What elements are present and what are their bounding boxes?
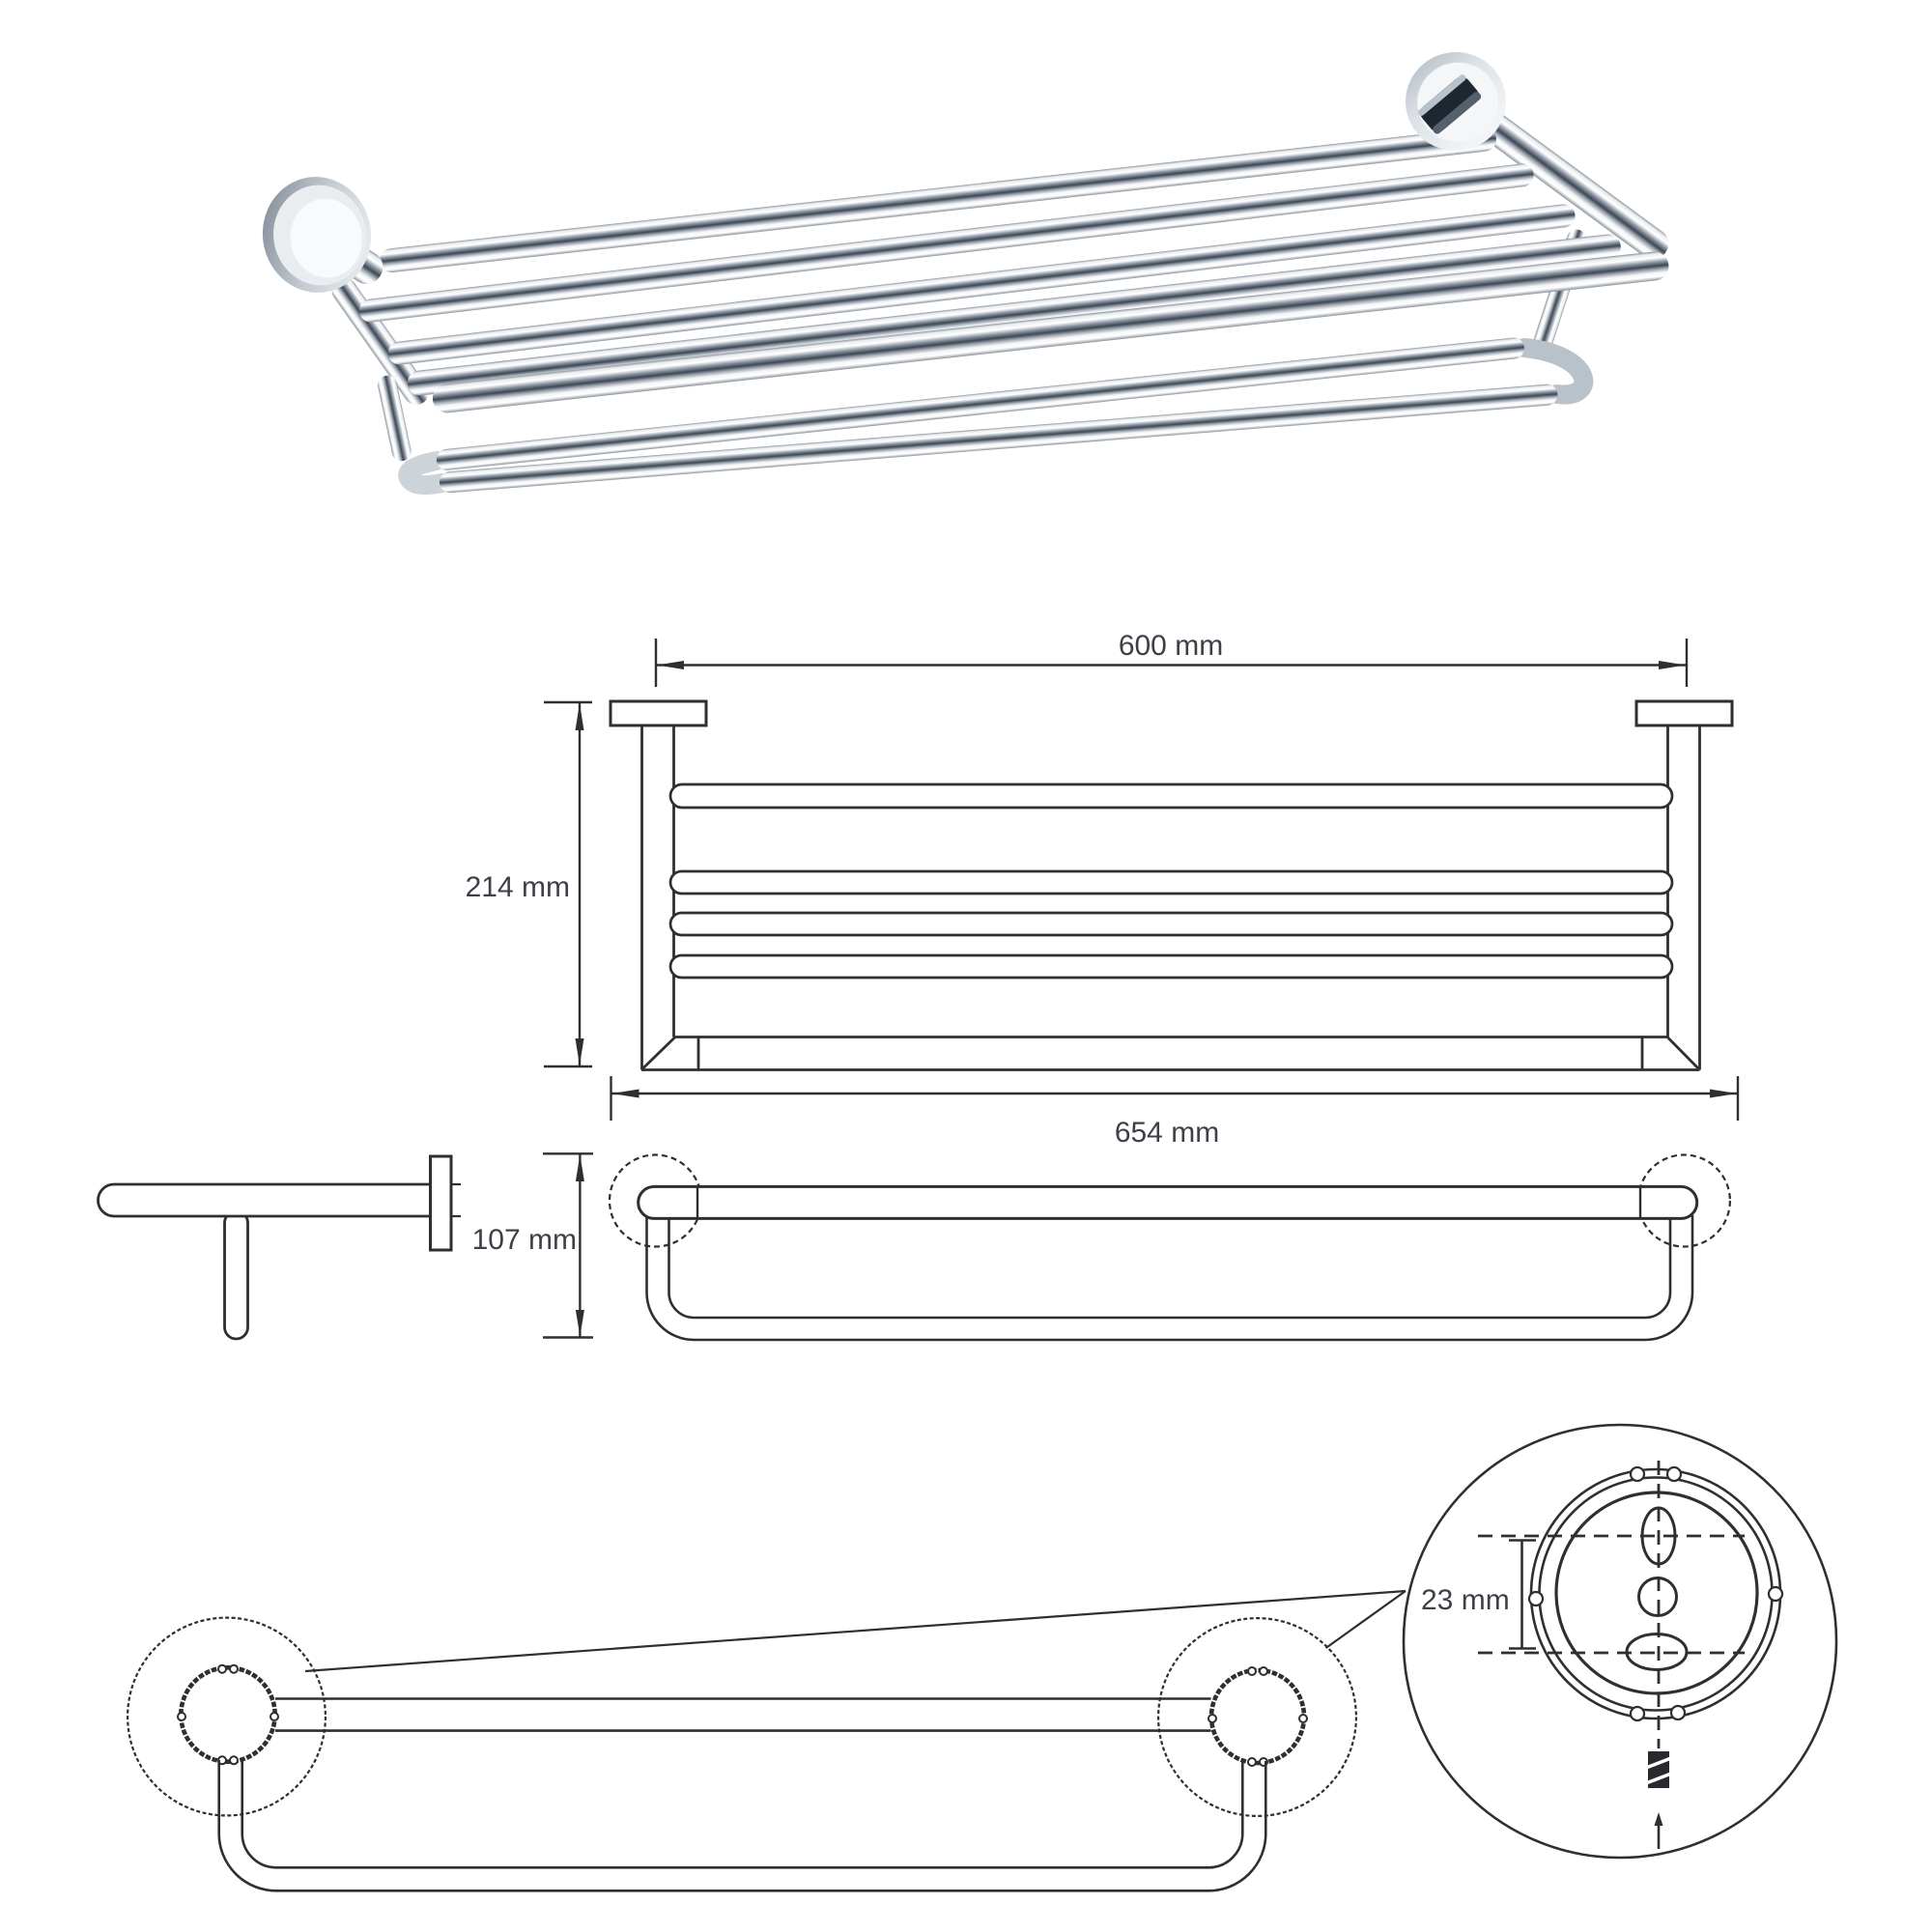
svg-text:23 mm: 23 mm: [1421, 1584, 1510, 1616]
svg-text:600 mm: 600 mm: [1119, 630, 1223, 662]
svg-text:654 mm: 654 mm: [1115, 1117, 1219, 1149]
svg-text:107 mm: 107 mm: [472, 1224, 577, 1256]
svg-text:214 mm: 214 mm: [466, 871, 570, 903]
